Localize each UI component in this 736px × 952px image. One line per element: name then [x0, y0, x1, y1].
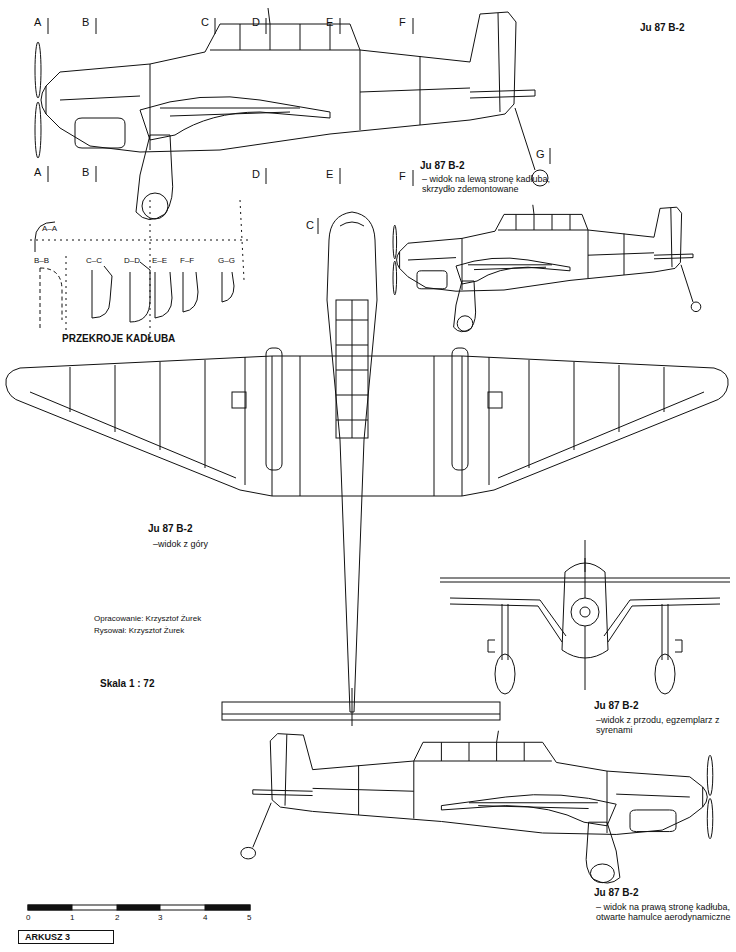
section-letter: D	[252, 168, 260, 181]
scale-number: 2	[115, 913, 119, 922]
section-letter: C	[201, 16, 209, 29]
section-letter: E	[326, 16, 333, 29]
section-label: A–A	[42, 224, 57, 233]
view-title: Ju 87 B-2	[594, 887, 638, 899]
section-label: G–G	[218, 256, 235, 265]
view-title: Ju 87 B-2	[640, 22, 684, 34]
section-heading: PRZEKROJE KADŁUBA	[62, 333, 175, 345]
section-letter: B	[82, 166, 89, 179]
section-letter: E	[326, 168, 333, 181]
side-view-small	[393, 205, 701, 332]
view-title: Ju 87 B-2	[148, 523, 192, 535]
section-letter: F	[399, 170, 406, 183]
view-description: – widok na lewą stronę kadłuba, skrzydło…	[422, 174, 572, 195]
sheet-number: ARKUSZ 3	[25, 932, 113, 942]
section-letter: F	[399, 16, 406, 29]
side-view-right	[241, 731, 713, 883]
scale-number: 4	[203, 913, 207, 922]
author-credit: Opracowanie: Krzysztof Żurek	[94, 614, 201, 623]
view-title: Ju 87 B-2	[420, 160, 464, 172]
section-label: F–F	[180, 256, 194, 265]
section-letter: D	[252, 16, 260, 29]
scale-number: 3	[158, 913, 162, 922]
sheet-box: ARKUSZ 3	[18, 930, 114, 944]
section-label: D–D	[124, 256, 140, 265]
view-description: –widok z góry	[153, 539, 208, 549]
scale-note: Skala 1 : 72	[100, 678, 154, 690]
section-letter: B	[82, 16, 89, 29]
scale-bar	[28, 905, 250, 910]
section-label: B–B	[34, 256, 49, 265]
author-credit: Rysował: Krzysztof Żurek	[94, 626, 184, 635]
view-description: – widok na prawą stronę kadłuba, otwarte…	[596, 902, 732, 923]
view-description: –widok z przodu, egzemplarz z syrenami	[596, 715, 728, 736]
front-view	[440, 540, 730, 694]
view-title: Ju 87 B-2	[594, 700, 638, 712]
cross-sections	[30, 200, 250, 340]
scale-number: 1	[70, 913, 74, 922]
section-label: C–C	[86, 256, 102, 265]
section-label: E–E	[152, 256, 167, 265]
section-letter: A	[34, 166, 41, 179]
section-ticks	[48, 18, 550, 234]
section-letter: C	[306, 219, 314, 232]
section-letter: G	[536, 148, 545, 161]
scale-number: 5	[247, 913, 251, 922]
section-letter: A	[34, 16, 41, 29]
scale-number: 0	[26, 913, 30, 922]
top-view	[6, 212, 728, 726]
